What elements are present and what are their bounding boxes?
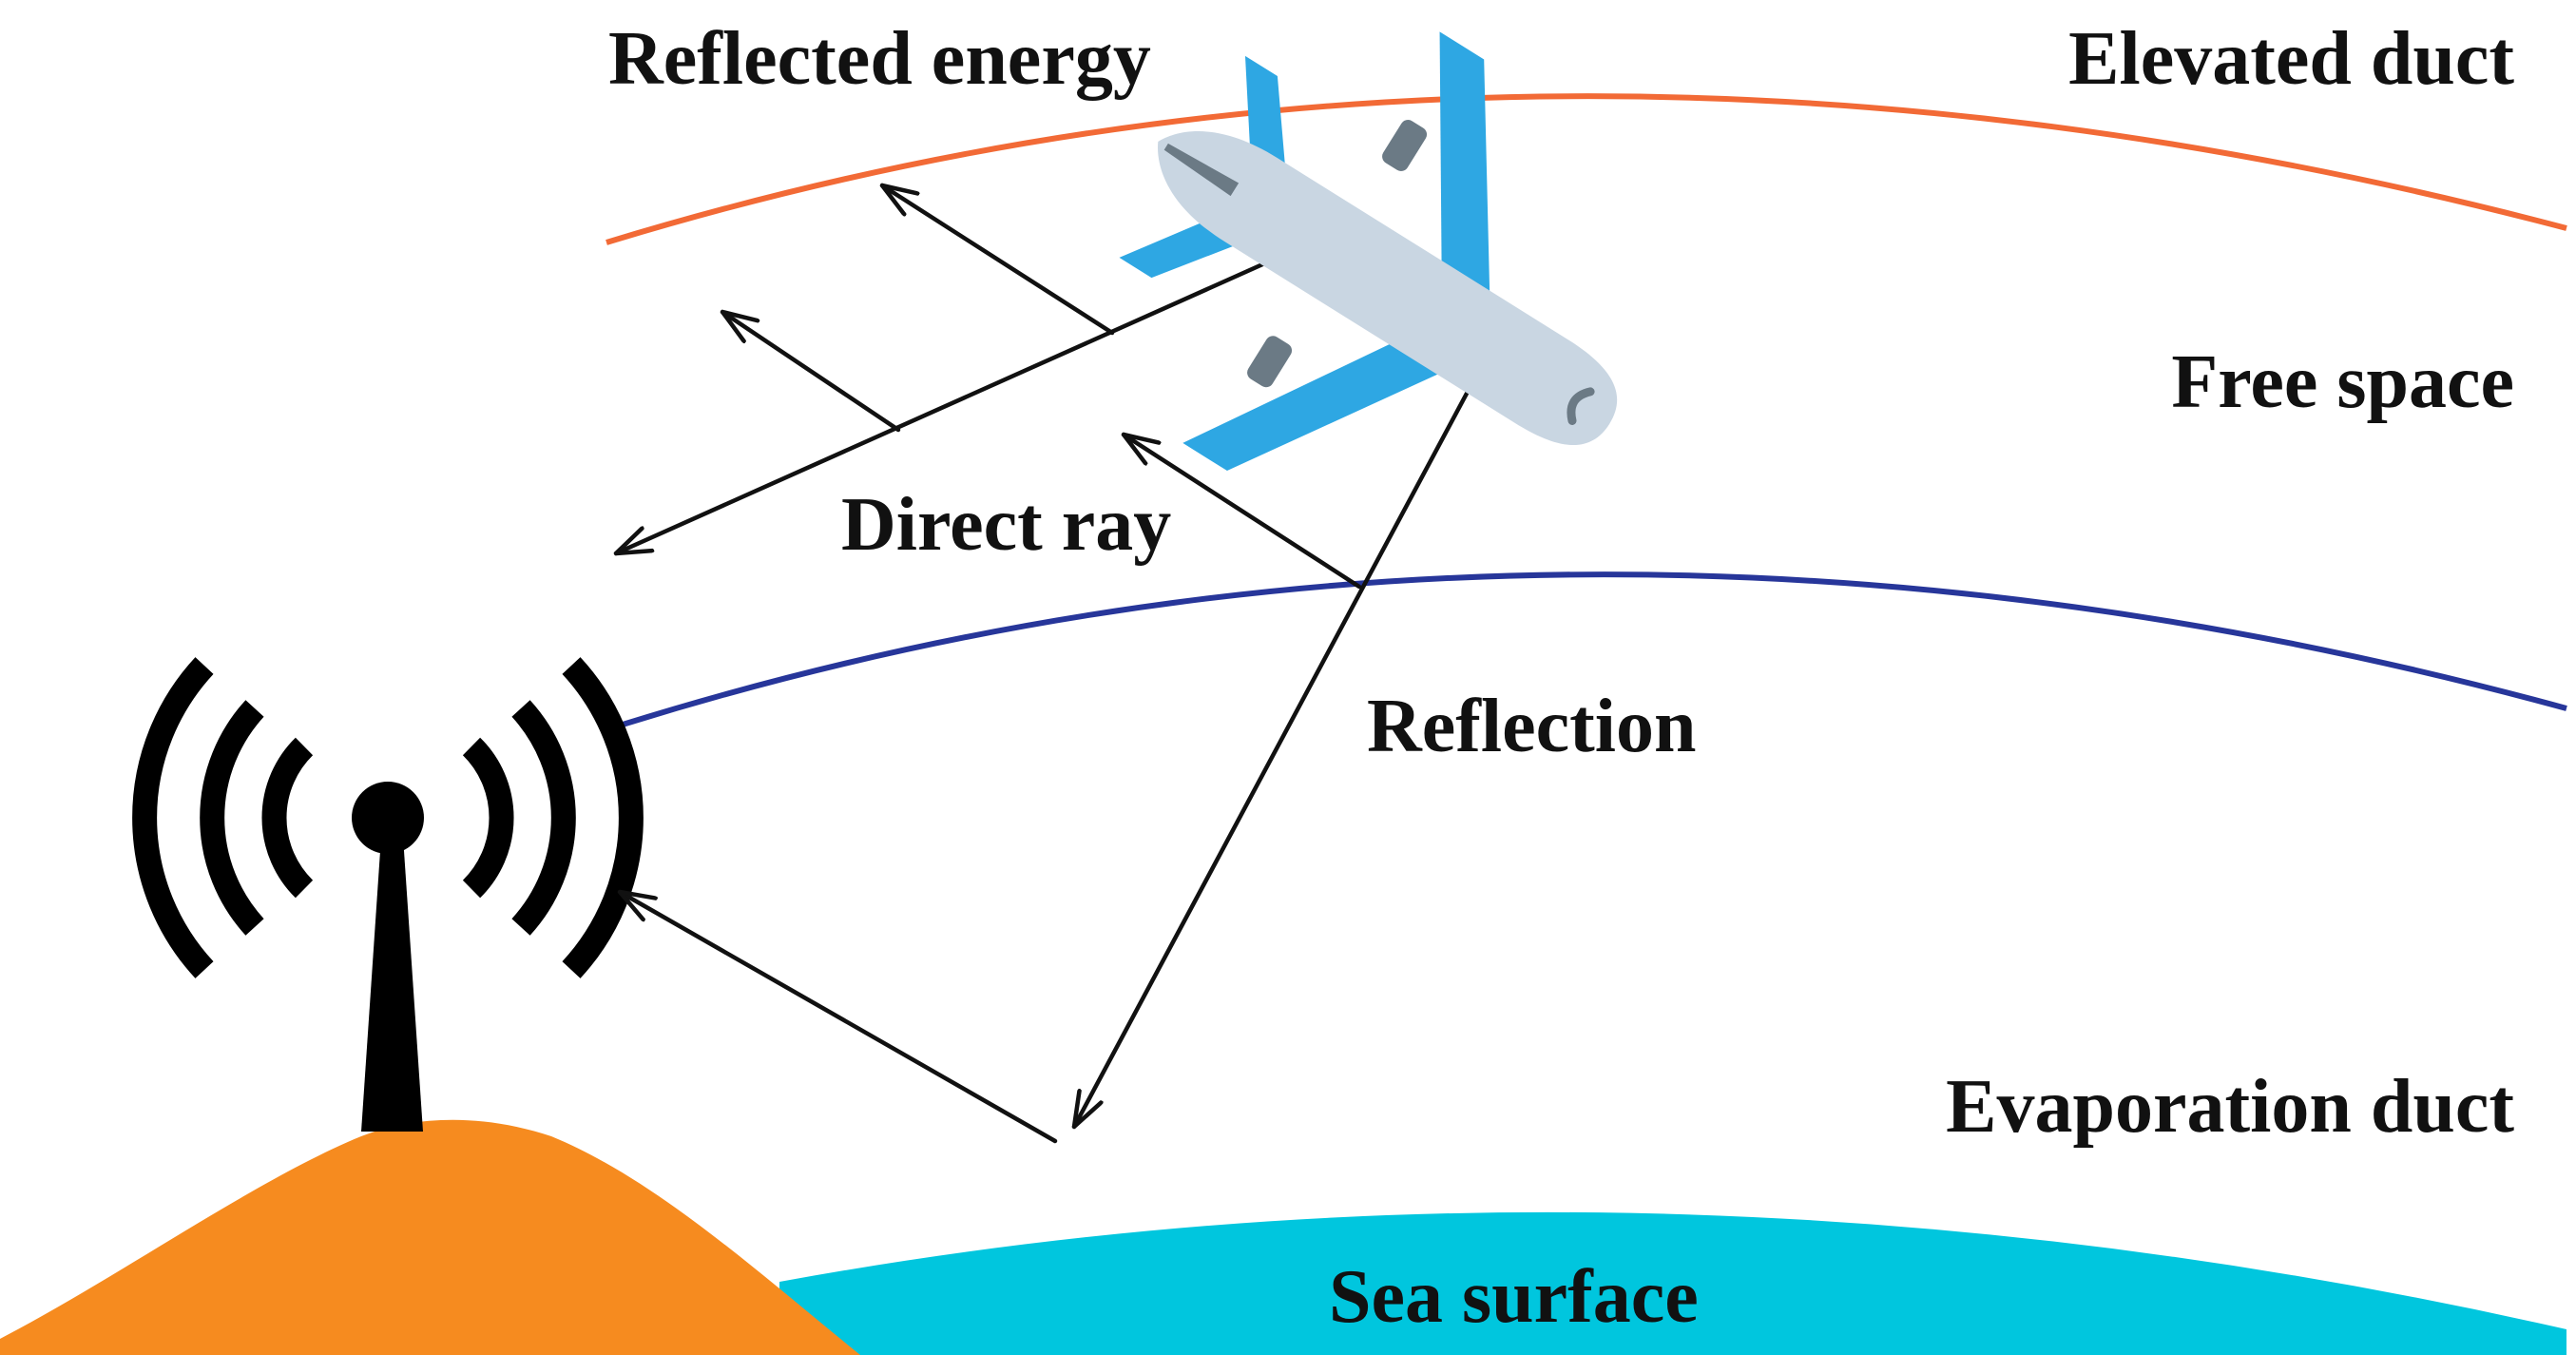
hill <box>0 1119 860 1355</box>
wifi-antenna-icon <box>132 657 644 1132</box>
reflected-energy-arrow-1 <box>879 183 1115 336</box>
reflection-ray <box>1121 432 1362 590</box>
reflected-energy-label: Reflected energy <box>608 17 1151 101</box>
airplane-icon <box>1119 31 1618 472</box>
sea-surface <box>779 1211 2566 1355</box>
direct-ray-label: Direct ray <box>841 483 1171 567</box>
reflected-energy-arrow-2 <box>720 309 901 433</box>
direct-ray <box>613 259 1272 556</box>
sea-surface-label: Sea surface <box>1329 1255 1699 1339</box>
reflection-label: Reflection <box>1367 685 1697 768</box>
evaporation-duct-label: Evaporation duct <box>1946 1065 2514 1149</box>
elevated-duct-line <box>606 93 2567 245</box>
elevated-duct-label: Elevated duct <box>2068 17 2514 101</box>
downward-ray <box>1071 387 1471 1130</box>
free-space-label: Free space <box>2171 340 2514 424</box>
propagation-rays <box>613 183 1471 1144</box>
return-ray <box>617 889 1058 1144</box>
evaporation-duct-line <box>622 571 2567 727</box>
